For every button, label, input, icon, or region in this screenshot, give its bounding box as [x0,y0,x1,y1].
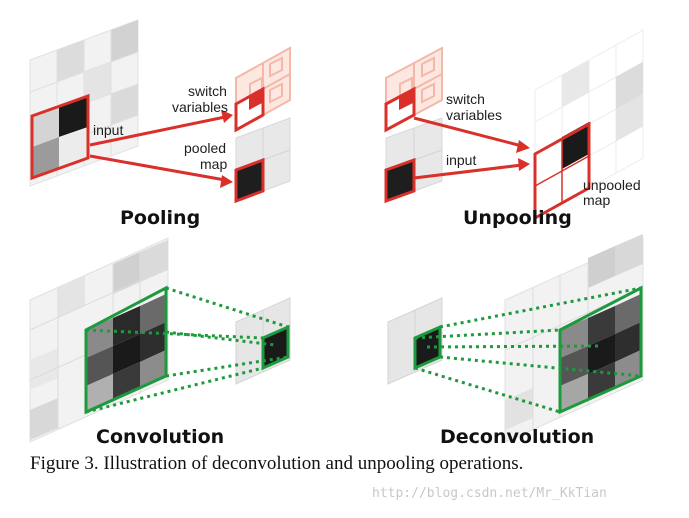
pooling-switch-label: switch [188,83,227,99]
deconvolution-input-grid [387,297,443,385]
unpooling-switch-grid [384,46,443,133]
unpooling-unpooled-label: unpooled [583,177,641,193]
pooling-input-label: input [93,122,123,138]
watermark: http://blog.csdn.net/Mr_KkTian [372,486,607,501]
convolution-panel: Convolution [29,237,291,448]
convolution-filter-window [84,285,168,415]
pooling-pooled-label: pooled [184,140,226,156]
pooling-input-window [30,93,90,181]
switch-variables-grid [234,46,291,133]
unpooled-map-grid [533,29,644,221]
deconvolution-projection-lines [414,286,642,414]
unpooling-map-label: map [583,192,610,208]
unpooling-arrows [413,116,530,180]
unpooling-title: Unpooling [463,207,572,229]
convolution-projection-lines [85,286,289,414]
pooled-map-grid [234,117,291,204]
unpooling-input-label: input [446,152,476,168]
pooling-map-label: map [200,156,227,172]
unpooling-panel: switch variables input unpooled map Unpo… [384,29,644,229]
pooling-panel: input switch variables pooled map Poolin… [29,19,291,229]
pooling-arrows [89,110,233,188]
unpooling-switch-label: switch [446,91,485,107]
figure-caption: Figure 3. Illustration of deconvolution … [30,453,524,474]
deconvolution-panel: Deconvolution [387,234,644,448]
pooling-title: Pooling [120,207,200,229]
pooling-variables-label: variables [172,99,228,115]
convolution-title: Convolution [96,426,224,448]
unpooling-input-grid [384,117,443,204]
deconvolution-title: Deconvolution [440,426,594,448]
unpooling-variables-label: variables [446,107,502,123]
deconvolution-output-grid [504,234,644,443]
